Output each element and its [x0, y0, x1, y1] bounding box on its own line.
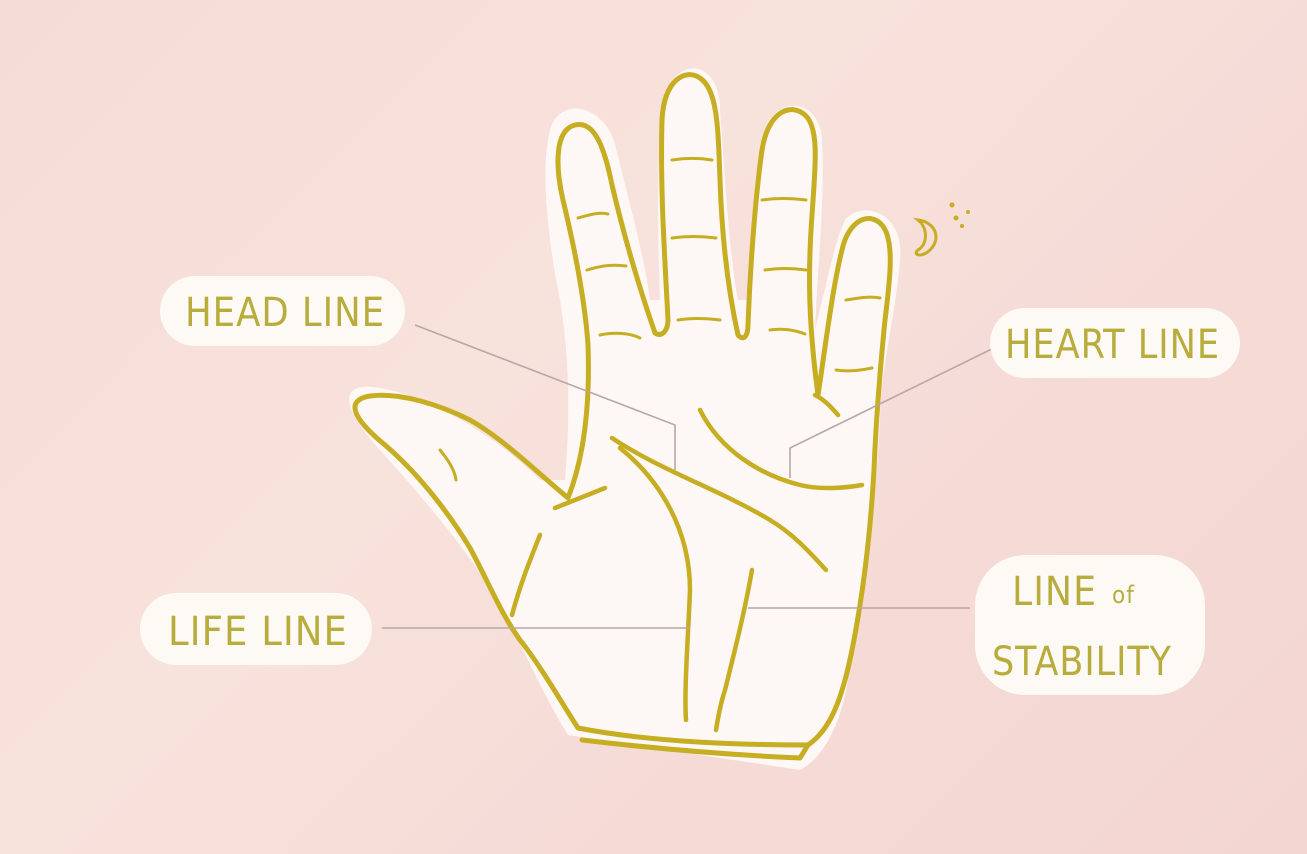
life-line-label: LIFE LINE: [168, 609, 348, 655]
heart-line-label: HEART LINE: [1005, 322, 1220, 368]
head-line-label: HEAD LINE: [185, 290, 385, 336]
hand-halo: [349, 68, 900, 770]
stability-line-label-stability: STABILITY: [992, 639, 1172, 685]
moon-stars-icon: [916, 203, 970, 255]
stability-line-label-line: LINE: [1012, 569, 1097, 615]
stability-line-label-of: of: [1112, 581, 1135, 609]
